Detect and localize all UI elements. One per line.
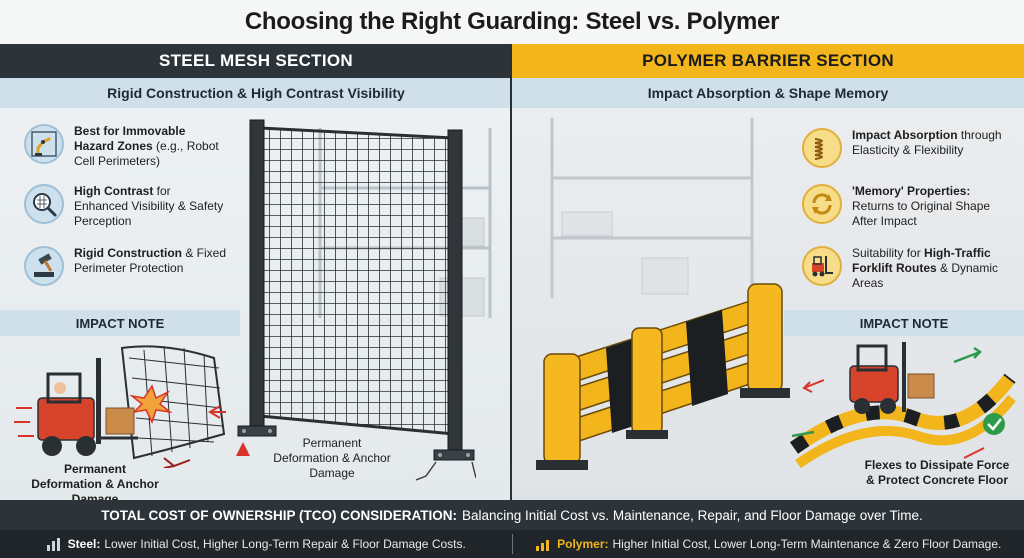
steel-feature-3-bold: Rigid Construction [74,246,182,260]
tco-text: Balancing Initial Cost vs. Maintenance, … [462,507,923,523]
steel-subtitle: Rigid Construction & High Contrast Visib… [0,78,512,108]
robot-arm-icon [24,124,64,164]
steel-panel: STEEL MESH SECTION Rigid Construction & … [0,44,512,500]
steel-post-caption: Permanent Deformation & Anchor Damage [273,436,391,480]
polymer-feature-2-text: Returns to Original Shape After Impact [852,199,991,228]
spring-icon [802,128,842,168]
steel-mesh-fence-illustration [237,119,476,481]
steel-feature-2-text: for Enhanced Visibility & Safety Percept… [74,184,224,228]
page-title: Choosing the Right Guarding: Steel vs. P… [0,0,1024,44]
forklift-impact-polymer-illustration [789,342,1016,468]
magnifier-grid-icon [24,184,64,224]
polymer-feature-2-bold: 'Memory' Properties: [852,184,971,198]
steel-cost-summary: Steel: Lower Initial Cost, Higher Long-T… [0,537,512,551]
polymer-section-title: POLYMER BARRIER SECTION [512,44,1024,78]
polymer-feature-3-pre: Suitability for [852,246,925,260]
polymer-feature-1-text: through Elasticity & Flexibility [852,128,1002,157]
steel-feature-contrast: High Contrast for Enhanced Visibility & … [24,184,224,229]
polymer-subtitle: Impact Absorption & Shape Memory [512,78,1024,108]
polymer-feature-3-bold: High-Traffic Forklift Routes [852,246,991,275]
steel-feature-2-bold: High Contrast [74,184,154,198]
steel-impact-caption: Permanent Deformation & Anchor Damage [31,462,159,500]
polymer-feature-memory: 'Memory' Properties: Returns to Original… [802,184,1012,229]
rising-chart-icon [535,537,551,551]
polymer-cost-text: Higher Initial Cost, Lower Long-Term Mai… [612,537,1002,551]
warehouse-background-polymer-illustration [550,118,754,298]
steel-feature-rigid: Rigid Construction & Fixed Perimeter Pro… [24,246,234,286]
refresh-arrows-icon [802,184,842,224]
polymer-cost-summary: Polymer: Higher Initial Cost, Lower Long… [513,537,1024,551]
steel-feature-1-text: (e.g., Robot Cell Perimeters) [74,139,219,168]
polymer-impact-note-title: IMPACT NOTE [784,310,1024,336]
footer-separator [511,534,513,554]
bar-chart-icon [46,537,62,551]
polymer-feature-traffic: Suitability for High-Traffic Forklift Ro… [802,246,1018,291]
polymer-impact-caption: Flexes to Dissipate Force & Protect Conc… [864,458,1010,487]
steel-feature-immovable: Best for Immovable Hazard Zones (e.g., R… [24,124,224,169]
polymer-panel: POLYMER BARRIER SECTION Impact Absorptio… [512,44,1024,500]
steel-feature-1-bold: Best for Immovable Hazard Zones [74,124,186,153]
cost-comparison-footer: Steel: Lower Initial Cost, Higher Long-T… [0,530,1024,558]
steel-feature-3-text: & Fixed Perimeter Protection [74,246,227,275]
forklift-impact-steel-illustration [14,345,250,468]
forklift-icon [802,246,842,286]
polymer-barrier-illustration [536,283,790,470]
steel-impact-note-title: IMPACT NOTE [0,310,240,336]
steel-section-title: STEEL MESH SECTION [0,44,512,78]
hammer-icon [24,246,64,286]
tco-label: TOTAL COST OF OWNERSHIP (TCO) CONSIDERAT… [101,507,457,523]
polymer-cost-label: Polymer: [557,537,609,551]
polymer-feature-absorption: Impact Absorption through Elasticity & F… [802,128,1012,168]
steel-cost-label: Steel: [67,537,101,551]
polymer-feature-1-bold: Impact Absorption [852,128,958,142]
steel-cost-text: Lower Initial Cost, Higher Long-Term Rep… [104,537,466,551]
polymer-feature-3-text: & Dynamic Areas [852,261,999,290]
tco-banner: TOTAL COST OF OWNERSHIP (TCO) CONSIDERAT… [0,500,1024,530]
